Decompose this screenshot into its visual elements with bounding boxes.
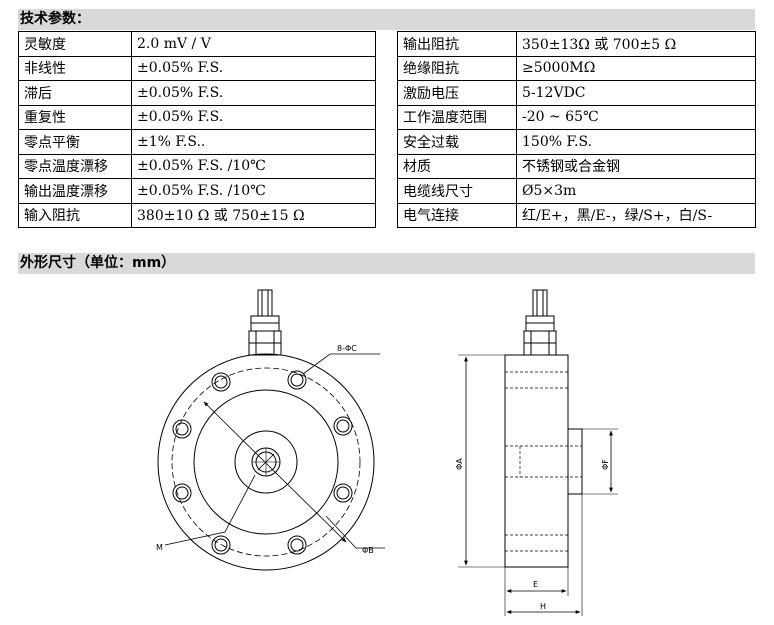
table-row: 滞后±0.05% F.S.	[18, 80, 376, 106]
front-view	[157, 289, 385, 571]
connector-icon	[523, 289, 557, 356]
spec-label: 零点温度漂移	[18, 153, 132, 179]
side-view	[458, 289, 618, 616]
spec-value: ±0.05% F.S.	[131, 55, 376, 81]
spec-label: 安全过载	[397, 129, 517, 155]
table-row: 重复性±0.05% F.S.	[18, 104, 376, 130]
spec-label: 工作温度范围	[397, 104, 517, 130]
outer-flange	[157, 353, 375, 571]
spec-label: 滞后	[18, 80, 132, 106]
spec-label: 灵敏度	[18, 31, 132, 57]
spec-value: 380±10 Ω 或 750±15 Ω	[131, 202, 376, 228]
table-row: 绝缘阻抗≥5000MΩ	[397, 55, 756, 81]
spec-label: 激励电压	[397, 80, 517, 106]
spec-value: 150% F.S.	[516, 129, 756, 155]
spec-label: 零点平衡	[18, 129, 132, 155]
tech-params-header: 技术参数：	[18, 9, 755, 30]
spec-value: ≥5000MΩ	[516, 55, 756, 81]
table-row: 材质不锈钢或合金钢	[397, 153, 756, 179]
label-f: ΦF	[601, 459, 610, 470]
spec-value: ±0.05% F.S.	[131, 80, 376, 106]
spec-label: 重复性	[18, 104, 132, 130]
spec-value: 不锈钢或合金钢	[516, 153, 756, 179]
table-row: 零点平衡±1% F.S..	[18, 129, 376, 155]
spec-value: 350±13Ω 或 700±5 Ω	[516, 31, 756, 57]
dimensions-header: 外形尺寸（单位：mm）	[18, 253, 755, 274]
table-row: 输出温度漂移±0.05% F.S. /10℃	[18, 178, 376, 204]
spec-label: 非线性	[18, 55, 132, 81]
table-row: 工作温度范围-20 ~ 65℃	[397, 104, 756, 130]
label-e: E	[533, 580, 538, 589]
label-h: H	[540, 602, 546, 611]
label-holes: 8-ΦC	[337, 344, 357, 353]
spec-value: ±1% F.S..	[131, 129, 376, 155]
spec-value: 红/E+，黑/E-，绿/S+，白/S-	[516, 202, 756, 228]
side-boss	[567, 428, 583, 495]
spec-value: ±0.05% F.S. /10℃	[131, 153, 376, 179]
spec-label: 电缆线尺寸	[397, 178, 517, 204]
dimension-drawing: 8-ΦC M ΦB	[156, 289, 618, 616]
spec-label: 绝缘阻抗	[397, 55, 517, 81]
spec-value: 5-12VDC	[516, 80, 756, 106]
label-a: ΦA	[455, 458, 464, 470]
spec-label: 输出阻抗	[397, 31, 517, 57]
spec-label: 电气连接	[397, 202, 517, 228]
bolt-circle	[171, 367, 361, 557]
table-row: 电气连接红/E+，黑/E-，绿/S+，白/S-	[397, 202, 756, 228]
spec-value: ±0.05% F.S. /10℃	[131, 178, 376, 204]
spec-label: 输入阻抗	[18, 202, 132, 228]
label-m: M	[156, 543, 163, 552]
bolt-holes	[172, 370, 353, 555]
spec-label: 输出温度漂移	[18, 178, 132, 204]
spec-value: 2.0 mV / V	[131, 31, 376, 57]
spec-value: ±0.05% F.S.	[131, 104, 376, 130]
spec-value: Ø5×3m	[516, 178, 756, 204]
table-row: 零点温度漂移±0.05% F.S. /10℃	[18, 153, 376, 179]
label-b: ΦB	[362, 546, 374, 555]
connector-icon	[248, 289, 282, 356]
spec-value: -20 ~ 65℃	[516, 104, 756, 130]
table-row: 非线性±0.05% F.S.	[18, 55, 376, 81]
spec-label: 材质	[397, 153, 517, 179]
